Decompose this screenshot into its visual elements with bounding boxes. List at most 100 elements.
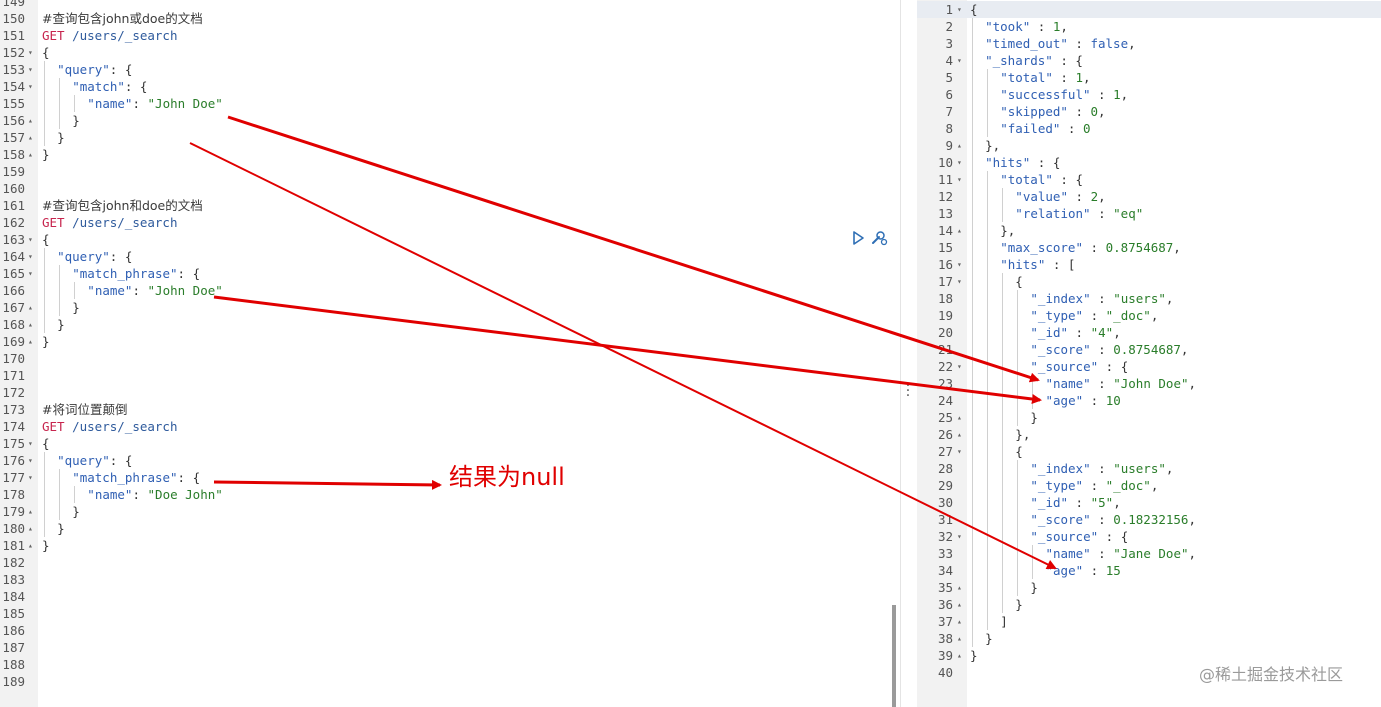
fold-end-icon[interactable]: ▴ (957, 600, 962, 609)
fold-toggle-icon[interactable]: ▾ (28, 439, 33, 448)
fold-toggle-icon[interactable]: ▾ (957, 158, 962, 167)
token-url: /users/_search (72, 28, 178, 43)
fold-toggle-icon[interactable]: ▾ (28, 82, 33, 91)
code-line: } (42, 333, 50, 350)
token-punct: , (1173, 240, 1181, 255)
code-line: #查询包含john和doe的文档 (42, 197, 203, 214)
fold-toggle-icon[interactable]: ▾ (28, 473, 33, 482)
fold-end-icon[interactable]: ▴ (28, 541, 33, 550)
fold-end-icon[interactable]: ▴ (957, 651, 962, 660)
token-key: "match_phrase" (72, 470, 178, 485)
token-punct: : (1052, 70, 1076, 85)
fold-toggle-icon[interactable]: ▾ (957, 5, 962, 14)
line-number: 169 (2, 334, 25, 349)
indent-guide (987, 307, 989, 324)
token-key: "match_phrase" (72, 266, 178, 281)
token-key: "value" (1015, 189, 1068, 204)
indent-guide (972, 596, 973, 613)
token-str: "_doc" (1105, 308, 1151, 323)
indent-guide (59, 78, 61, 95)
fold-toggle-icon[interactable]: ▾ (957, 447, 962, 456)
play-icon[interactable] (853, 231, 864, 245)
fold-end-icon[interactable]: ▴ (28, 116, 33, 125)
token-bool: false (1090, 36, 1129, 51)
token-punct: : (132, 283, 148, 298)
splitter-handle-icon[interactable]: ··· (905, 378, 911, 404)
token-punct: } (57, 521, 65, 536)
token-punct: : { (1098, 359, 1129, 374)
fold-end-icon[interactable]: ▴ (28, 150, 33, 159)
token-key: "query" (57, 62, 110, 77)
fold-end-icon[interactable]: ▴ (28, 320, 33, 329)
token-punct: , (1180, 342, 1189, 357)
token-key: "_index" (1030, 461, 1091, 476)
token-key: "_id" (1030, 495, 1069, 510)
code-line: } (1030, 579, 1038, 596)
fold-toggle-icon[interactable]: ▾ (28, 235, 33, 244)
fold-end-icon[interactable]: ▴ (957, 583, 962, 592)
token-punct (65, 28, 73, 43)
code-line: "_type" : "_doc", (1030, 477, 1158, 494)
code-line: GET /users/_search (42, 214, 177, 231)
fold-toggle-icon[interactable]: ▾ (957, 362, 962, 371)
line-number: 157 (2, 130, 25, 145)
fold-toggle-icon[interactable]: ▾ (957, 175, 962, 184)
token-key: "hits" (985, 155, 1031, 170)
fold-end-icon[interactable]: ▴ (28, 524, 33, 533)
fold-end-icon[interactable]: ▴ (957, 430, 962, 439)
fold-end-icon[interactable]: ▴ (28, 507, 33, 516)
line-number: 160 (2, 181, 25, 196)
code-line: "total" : 1, (1000, 69, 1090, 86)
token-key: "total" (1000, 70, 1053, 85)
fold-toggle-icon[interactable]: ▾ (28, 456, 33, 465)
fold-end-icon[interactable]: ▴ (957, 141, 962, 150)
indent-guide (987, 494, 989, 511)
fold-end-icon[interactable]: ▴ (28, 337, 33, 346)
code-line: "timed_out" : false, (985, 35, 1136, 52)
token-str: "Jane Doe" (1113, 546, 1189, 561)
token-punct (65, 215, 73, 230)
token-key: "total" (1000, 172, 1053, 187)
fold-end-icon[interactable]: ▴ (957, 634, 962, 643)
token-key: "query" (57, 249, 110, 264)
line-number: 7 (945, 104, 953, 119)
fold-end-icon[interactable]: ▴ (957, 226, 962, 235)
indent-guide (1017, 460, 1019, 477)
indent-guide (987, 222, 989, 239)
vertical-scrollbar[interactable] (892, 605, 896, 707)
fold-toggle-icon[interactable]: ▾ (28, 269, 33, 278)
indent-guide (44, 95, 45, 112)
fold-toggle-icon[interactable]: ▾ (28, 48, 33, 57)
indent-guide (1017, 307, 1019, 324)
code-line: "_source" : { (1030, 528, 1128, 545)
fold-toggle-icon[interactable]: ▾ (28, 252, 33, 261)
fold-end-icon[interactable]: ▴ (957, 413, 962, 422)
fold-toggle-icon[interactable]: ▾ (957, 260, 962, 269)
code-line: { (42, 435, 50, 452)
indent-guide (972, 613, 973, 630)
pane-divider[interactable] (900, 0, 917, 707)
line-number: 1 (945, 2, 953, 17)
fold-toggle-icon[interactable]: ▾ (957, 532, 962, 541)
indent-guide (972, 630, 973, 647)
fold-end-icon[interactable]: ▴ (28, 133, 33, 142)
fold-toggle-icon[interactable]: ▾ (957, 56, 962, 65)
line-number: 38 (937, 631, 953, 646)
fold-end-icon[interactable]: ▴ (28, 303, 33, 312)
indent-guide (1002, 290, 1004, 307)
code-line: } (970, 647, 978, 664)
line-number: 150 (2, 11, 25, 26)
wrench-icon[interactable] (872, 231, 888, 246)
code-line: } (1015, 596, 1023, 613)
indent-guide (1002, 358, 1004, 375)
token-punct: : (1090, 546, 1114, 561)
response-viewer[interactable]: 1▾{2"took" : 1,3"timed_out" : false,4▾"_… (917, 0, 1381, 707)
indent-guide (987, 188, 989, 205)
indent-guide (1032, 375, 1034, 392)
line-number: 26 (937, 427, 953, 442)
fold-toggle-icon[interactable]: ▾ (957, 277, 962, 286)
fold-end-icon[interactable]: ▴ (957, 617, 962, 626)
indent-guide (44, 248, 45, 265)
fold-toggle-icon[interactable]: ▾ (28, 65, 33, 74)
